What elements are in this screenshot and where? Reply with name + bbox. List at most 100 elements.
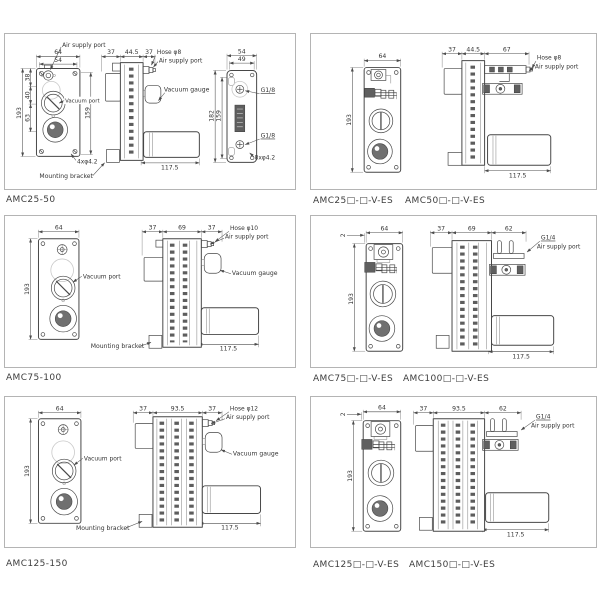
leader-air-supply: [50, 46, 62, 70]
label-mounting-bracket: Mounting bracket: [91, 343, 145, 350]
dim-side-b: 69: [178, 224, 186, 231]
leader-air-supply: [528, 67, 535, 71]
ghost-circle: [51, 440, 75, 465]
vacuum-port-circle: [368, 108, 394, 134]
bottom-bracket: [138, 514, 153, 528]
label-air-supply-port: Air supply port: [159, 59, 203, 65]
front-body: [362, 420, 402, 532]
dim-side-b: 93.5: [171, 405, 185, 412]
front-view: 2 64 193: [340, 225, 404, 352]
side-view: 37 69 37 117.5 Hose φ10 Air supply port …: [91, 224, 278, 352]
panel-amc25-50: 64 54 193 38 40 63 159 Air supply port V…: [4, 33, 296, 190]
leader-hose: [215, 411, 230, 421]
corner-screws: [368, 246, 401, 349]
label-air-supply-port: Air supply port: [225, 235, 269, 241]
dimension-lines: [346, 409, 402, 532]
upper-port: [235, 84, 245, 94]
leader-vacuum-gauge: [220, 449, 233, 455]
label-air-supply-port: Air supply port: [531, 424, 575, 430]
dim-side-a: 37: [437, 225, 445, 232]
ghost-circle: [41, 80, 61, 100]
dim-front-offset: 2: [340, 233, 347, 237]
dim-front-w2: 54: [54, 57, 62, 64]
filter-circle: [50, 487, 78, 516]
panel-amc25-50-v-es: 64 193 37: [310, 33, 597, 190]
lower-port: [235, 140, 245, 149]
dimension-lines: [20, 54, 93, 157]
label-air-supply-port: Air supply port: [226, 415, 270, 421]
caption-amc100-v-es: AMC100□-□-V-ES: [403, 374, 490, 384]
leader-holes: [249, 152, 254, 157]
side-view: 37 69 62 117.5 G1/4 Air supply port: [429, 225, 581, 361]
dimension-lines: [441, 51, 552, 174]
front-body: [35, 68, 81, 157]
supply-pipes: [489, 240, 526, 276]
dim-side-a: 37: [448, 46, 456, 53]
dimension-lines: [141, 229, 259, 348]
label-holes-8x: 8xφ4.2: [255, 155, 276, 161]
label-mask: [81, 272, 120, 281]
dim-front-offset: 2: [340, 412, 347, 416]
dim-side-len: 117.5: [512, 354, 530, 361]
dim-back-w2: 49: [238, 56, 246, 63]
dim-side-c: 62: [505, 225, 513, 232]
bottom-bracket: [419, 517, 433, 531]
dim-back-h: 182: [209, 110, 216, 122]
dim-side-c: 62: [499, 405, 507, 412]
dimension-lines: [413, 410, 550, 533]
dimension-lines: [28, 229, 80, 340]
dim-back-w: 54: [238, 49, 246, 56]
dimension-lines: [346, 230, 404, 352]
side-view: 37 44.5 37 117.5 Hose φ8 Air supply port…: [101, 49, 210, 172]
label-hose: Hose φ12: [230, 406, 258, 412]
front-view: 2 64 193: [340, 404, 402, 532]
caption-amc25-50: AMC25-50: [6, 195, 56, 205]
leader-hose: [531, 61, 537, 69]
side-view: 37 93.5 62 117.5 G1/4 Air supply port: [413, 405, 575, 539]
corner-screws: [40, 241, 77, 337]
pilot-valve-piping: [364, 88, 397, 100]
label-mounting-bracket: Mounting bracket: [39, 173, 93, 180]
ghost-circle: [50, 258, 74, 283]
dimension-lines: [213, 53, 257, 163]
dim-front-h: 193: [348, 293, 355, 305]
dim-front-h: 193: [24, 465, 31, 477]
front-view: 64 193 Vacuum port: [24, 224, 121, 340]
label-vacuum-port: Vacuum port: [65, 99, 99, 105]
vacuum-port-circle: [367, 459, 395, 487]
top-fitting: [370, 69, 392, 84]
caption-amc150-v-es: AMC150□-□-V-ES: [409, 560, 496, 570]
back-view: 54 49 182 159 G1/8 G1/8 8xφ4.2: [209, 49, 276, 163]
solenoid-valve: [370, 421, 391, 440]
dim-front-s3: 63: [25, 114, 32, 122]
label-hose: Hose φ8: [537, 56, 562, 62]
leader-air-supply: [210, 418, 226, 424]
dim-side-b: 93.5: [452, 405, 466, 412]
label-vacuum-port: Vacuum port: [84, 457, 122, 463]
ejector-body: [461, 60, 486, 166]
mounting-plate: [415, 425, 434, 452]
label-mask: [64, 96, 99, 105]
panel-amc125-150: 64 193 Vacuum port: [4, 396, 296, 548]
label-hose: Hose φ8: [157, 50, 182, 56]
dim-side-len: 117.5: [221, 525, 239, 532]
bottom-bracket: [447, 152, 463, 166]
side-view: 37 93.5 37 117.5 Hose φ12 Air supply por…: [76, 405, 279, 532]
top-tab: [155, 239, 164, 248]
corner-screws: [38, 71, 78, 154]
panel-amc75-100-v-es: 2 64 193 37 69: [310, 215, 597, 368]
dim-front-w: 64: [381, 225, 389, 232]
label-holes-4x: 4xφ4.2: [77, 159, 98, 165]
leader-vacuum-port: [73, 457, 84, 466]
mounting-plate: [431, 247, 453, 274]
pilot-valve-piping: [361, 439, 396, 451]
dimension-lines: [429, 230, 555, 355]
dim-front-h: 193: [347, 470, 354, 482]
ghost-circle: [231, 80, 249, 98]
gauge-stem: [142, 90, 146, 97]
solenoid-valve: [373, 244, 394, 263]
dim-back-h2: 159: [216, 110, 223, 122]
caption-amc25-v-es: AMC25□-□-V-ES: [313, 196, 394, 206]
label-mounting-bracket: Mounting bracket: [76, 525, 130, 532]
leader-hose: [214, 231, 230, 242]
